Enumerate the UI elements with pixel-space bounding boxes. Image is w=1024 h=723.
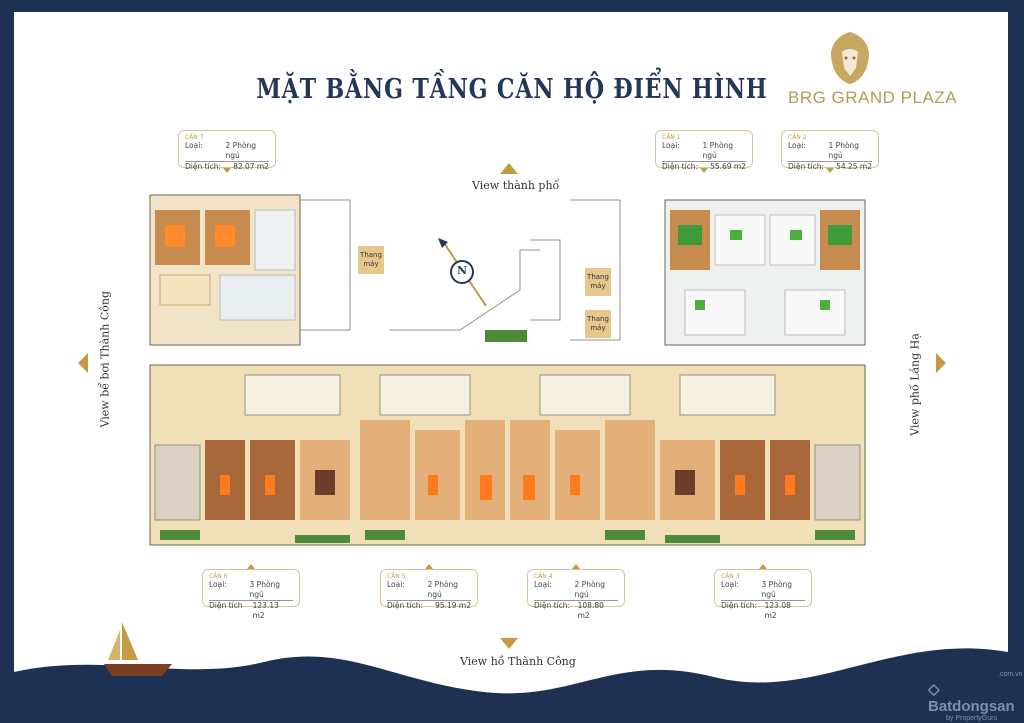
lion-logo-icon [830,32,870,84]
unit-area: 82.07 m2 [233,162,269,171]
view-right-label: View phố Láng Hạ [908,333,922,436]
page-title: MẶT BẰNG TẦNG CĂN HỘ ĐIỂN HÌNH [256,74,768,105]
elevator-label: Thang máy [358,246,384,274]
area-label: Diện tích [209,601,243,610]
area-label: Diện tích: [662,162,699,171]
watermark-logo-icon: ◇ [928,681,940,698]
area-label: Diện tích: [185,162,222,171]
unit-callout-can-2: CĂN 2 Loại: 1 Phòng ngủ Diện tích: 54.25 m… [781,130,879,173]
unit-callout-can-1: CĂN 1 Loại: 1 Phòng ngủ Diện tích: 55.69 m… [655,130,753,173]
unit-name: CĂN 5 [387,573,406,580]
unit-area: 108.80 m2 [577,601,604,620]
type-label: Loại: [662,141,680,150]
watermark-sub: by PropertyGuru [946,715,998,722]
unit-callout-can-7: CĂN 7 Loại: 2 Phòng ngủ Diện tích: 82.07 m… [178,130,276,173]
unit-callout-can-6: CĂN 6 Loại: 3 Phòng ngủ Diện tích 123.13 m… [202,564,300,620]
type-label: Loại: [788,141,806,150]
compass-north-label: N [457,264,468,277]
unit-area: 123.13 m2 [252,601,279,620]
unit-type: 1 Phòng ngủ [828,141,860,160]
unit-callout-can-5: CĂN 5 Loại: 2 Phòng ngủ Diện tích: 95.19 m… [380,564,478,610]
elevator-label: Thang máy [585,268,611,296]
view-left-label: View bể bơi Thành Công [98,291,112,428]
unit-area: 55.69 m2 [710,162,746,171]
unit-name: CĂN 6 [209,573,228,580]
unit-area: 95.19 m2 [435,601,471,610]
view-arrow-left-icon [78,353,88,373]
unit-name: CĂN 2 [788,134,807,141]
brand-name: BRG GRAND PLAZA [788,88,958,107]
view-arrow-right-icon [936,353,946,373]
view-bottom-label: View hồ Thành Công [460,655,576,668]
watermark: ◇ Batdongsan .com.vn by PropertyGuru [928,671,1024,722]
floor-plan [149,194,866,546]
area-label: Diện tích: [387,601,424,610]
compass-icon [438,238,487,307]
unit-type: 2 Phòng ngủ [225,141,257,160]
unit-name: CĂN 7 [185,134,204,141]
unit-type: 2 Phòng ngủ [427,580,459,599]
watermark-suffix: .com.vn [998,671,1023,678]
unit-type: 2 Phòng ngủ [574,580,606,599]
elevator-label: Thang máy [585,310,611,338]
view-arrow-up-icon [500,163,518,174]
type-label: Loại: [387,580,405,589]
unit-type: 1 Phòng ngủ [702,141,734,160]
unit-name: CĂN 3 [721,573,740,580]
sailboat-icon [104,622,172,676]
unit-area: 123.08 m2 [764,601,791,620]
unit-name: CĂN 1 [662,134,681,141]
area-label: Diện tích: [534,601,571,610]
unit-type: 3 Phòng ngủ [761,580,793,599]
area-label: Diện tích: [721,601,758,610]
unit-name: CĂN 4 [534,573,553,580]
unit-area: 54.25 m2 [836,162,872,171]
view-arrow-down-icon [500,638,518,649]
type-label: Loại: [185,141,203,150]
area-label: Diện tích: [788,162,825,171]
watermark-name: Batdongsan [928,698,1015,715]
type-label: Loại: [209,580,227,589]
view-top-label: View thành phố [472,179,560,192]
unit-callout-can-3: CĂN 3 Loại: 3 Phòng ngủ Diện tích: 123.08 … [714,564,812,620]
unit-type: 3 Phòng ngủ [249,580,281,599]
type-label: Loại: [721,580,739,589]
type-label: Loại: [534,580,552,589]
unit-callout-can-4: CĂN 4 Loại: 2 Phòng ngủ Diện tích: 108.80 … [527,564,625,620]
